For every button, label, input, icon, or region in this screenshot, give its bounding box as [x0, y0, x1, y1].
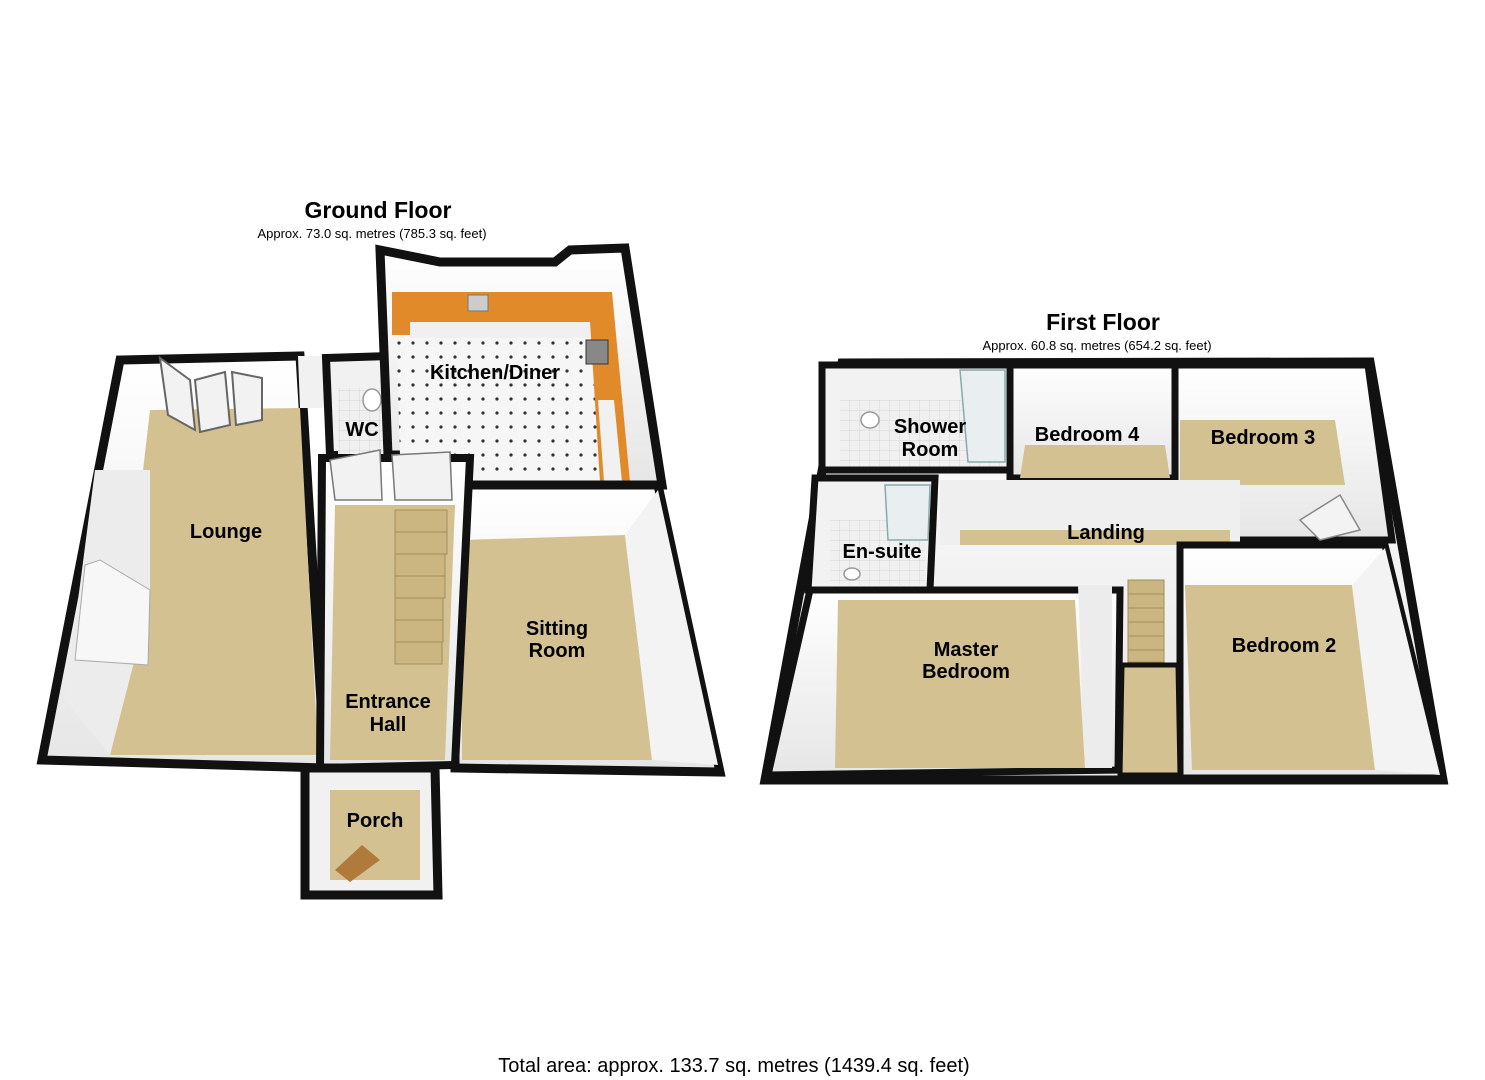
porch-room [300, 763, 443, 900]
shower-room [818, 361, 1014, 474]
wc-label: WC [345, 419, 378, 441]
bedroom-2-label: Bedroom 2 [1232, 635, 1336, 657]
landing-area [940, 480, 1240, 663]
master-bedroom-label-line1: Master [934, 639, 999, 661]
landing-staircase [1127, 579, 1165, 663]
kitchen-diner-room [375, 243, 668, 490]
staircase [394, 509, 448, 665]
first-floor-title: First Floor [1046, 309, 1160, 335]
first-floor-plan [759, 357, 1449, 785]
entrance-hall [315, 449, 475, 773]
shower-room-label-line2: Room [902, 439, 959, 461]
master-bedroom-label-line2: Bedroom [922, 661, 1010, 683]
entrance-hall-label-line1: Entrance [345, 691, 431, 713]
sitting-room-label-line1: Sitting [526, 618, 588, 640]
ground-floor-area: Approx. 73.0 sq. metres (785.3 sq. feet) [257, 226, 486, 241]
ground-floor-title: Ground Floor [305, 197, 452, 223]
lounge-label: Lounge [190, 521, 262, 543]
bedroom-3-label: Bedroom 3 [1211, 427, 1315, 449]
bedroom-4-label: Bedroom 4 [1035, 424, 1140, 446]
landing-label: Landing [1067, 522, 1145, 544]
entrance-hall-label-line2: Hall [370, 714, 407, 736]
ground-floor-plan [36, 243, 726, 900]
wc-room [321, 351, 407, 459]
master-bedroom-room [763, 585, 1124, 779]
sitting-room-label-line2: Room [529, 640, 586, 662]
porch-label: Porch [347, 810, 404, 832]
shower-room-label-line1: Shower [894, 416, 966, 438]
lounge-room [36, 351, 330, 773]
ensuite-room [804, 474, 939, 594]
sitting-room [450, 480, 726, 777]
bifold-doors [158, 355, 263, 434]
total-area-label: Total area: approx. 133.7 sq. metres (14… [498, 1055, 969, 1077]
first-floor-area: Approx. 60.8 sq. metres (654.2 sq. feet) [982, 338, 1211, 353]
bedroom-2-room [1176, 541, 1447, 782]
ensuite-label: En-suite [843, 541, 922, 563]
kitchen-diner-label: Kitchen/Diner [430, 362, 560, 384]
bedroom-4-room [1006, 361, 1179, 482]
